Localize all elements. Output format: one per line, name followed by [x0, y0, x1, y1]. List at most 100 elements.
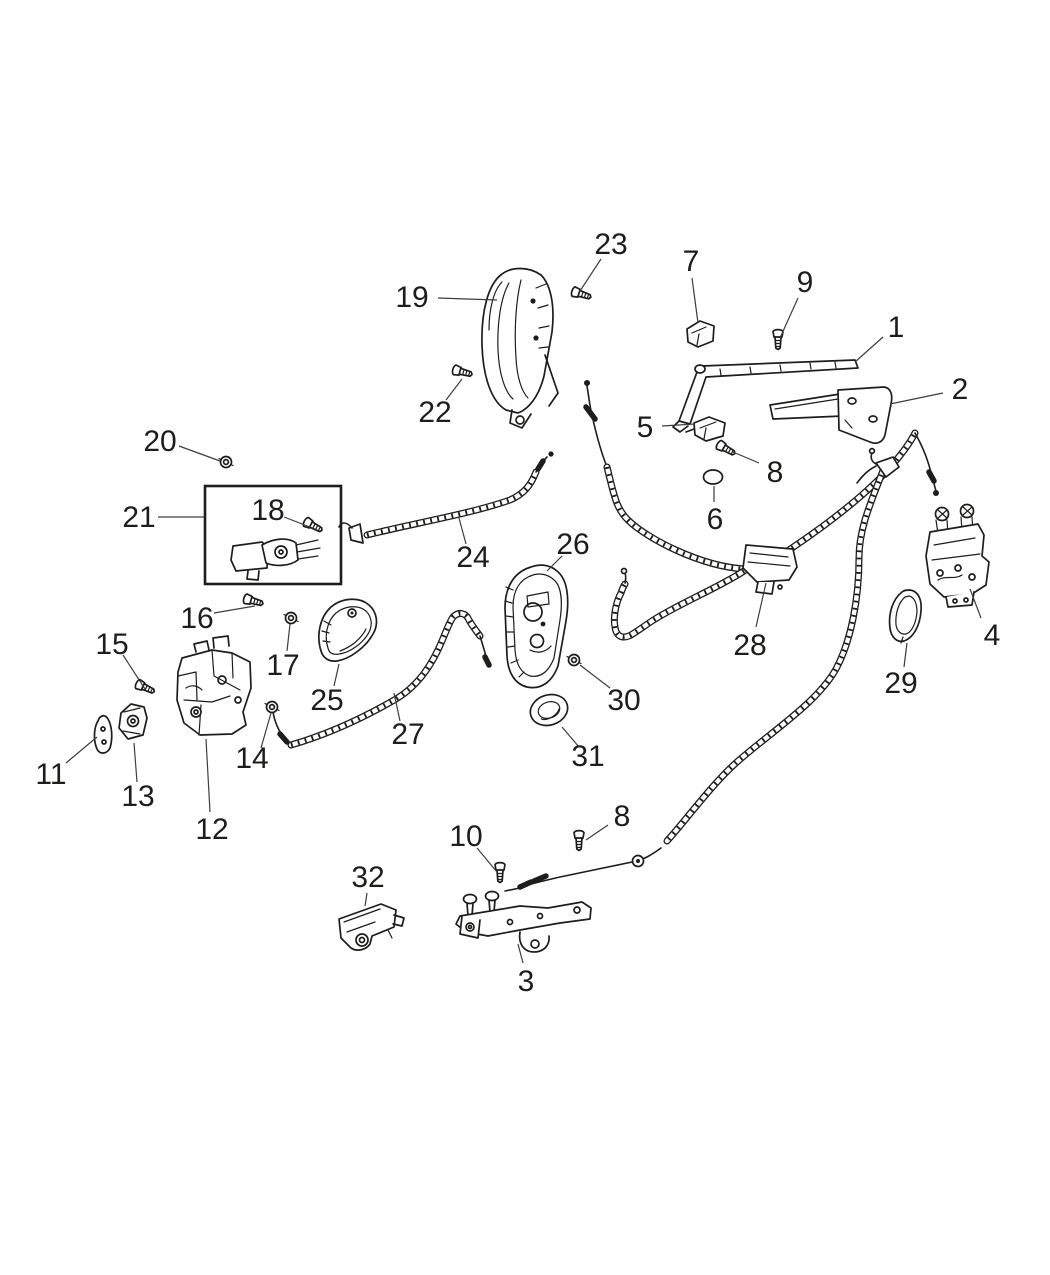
leader-line: [732, 451, 760, 464]
leader-line: [969, 588, 982, 619]
part-number-label: 23: [594, 228, 627, 261]
part-15-screw: [133, 677, 158, 698]
part-25-handle-escutcheon: [318, 598, 378, 662]
lock-cable-24: [338, 451, 554, 544]
leader-line: [854, 336, 884, 363]
callout-22[interactable]: 22: [418, 378, 463, 429]
callout-14[interactable]: 14: [235, 712, 272, 775]
leader-line: [205, 738, 211, 813]
leader-line: [458, 517, 467, 545]
leader-line: [755, 582, 767, 628]
part-21-lock-cylinder: [230, 538, 321, 581]
leader-line: [213, 605, 256, 614]
leader-line: [561, 726, 580, 748]
callout-20[interactable]: 20: [143, 425, 221, 462]
leader-line: [779, 297, 799, 339]
leader-line: [178, 445, 221, 462]
callout-26[interactable]: 26: [546, 528, 590, 572]
part-14-nut: [264, 700, 280, 714]
callout-5[interactable]: 5: [637, 411, 696, 444]
part-28-cable-junction: [742, 544, 798, 595]
callout-13[interactable]: 13: [121, 742, 155, 813]
part-number-label: 5: [637, 411, 654, 444]
part-number-label: 14: [235, 742, 268, 775]
part-8-screw-upper: [714, 438, 739, 459]
callout-8[interactable]: 8: [732, 451, 784, 489]
callout-23[interactable]: 23: [579, 228, 628, 292]
leader-line: [437, 297, 498, 301]
callout-15[interactable]: 15: [95, 628, 146, 690]
callout-6[interactable]: 6: [707, 486, 724, 536]
callout-17[interactable]: 17: [266, 623, 300, 682]
part-8-screw-lower: [573, 829, 585, 852]
part-number-label: 15: [95, 628, 128, 661]
leader-line: [283, 516, 311, 528]
leader-line: [260, 712, 272, 749]
part-number-label: 29: [884, 667, 917, 700]
part-3-hinge-bracket: [455, 890, 592, 953]
part-number-label: 8: [767, 456, 784, 489]
part-number-label: 6: [707, 503, 724, 536]
leader-line: [364, 892, 368, 907]
part-32-actuator: [338, 903, 405, 951]
callout-27[interactable]: 27: [391, 692, 425, 751]
callout-29[interactable]: 29: [884, 642, 918, 700]
part-number-label: 21: [122, 501, 155, 534]
callout-7[interactable]: 7: [683, 245, 700, 324]
part-10-screw: [494, 861, 506, 884]
cable-assembly-lines: [272, 380, 939, 892]
part-number-label: 28: [733, 629, 766, 662]
leader-line: [333, 663, 340, 687]
part-7-clip: [686, 320, 715, 348]
inside-handle-cable-27: [272, 609, 492, 749]
part-number-label: 12: [195, 813, 228, 846]
callout-8[interactable]: 8: [585, 800, 631, 841]
part-number-label: 8: [614, 800, 631, 833]
leader-line: [546, 555, 563, 572]
part-number-label: 30: [607, 684, 640, 717]
part-11-shim-plate: [93, 715, 113, 754]
part-number-label: 27: [391, 718, 424, 751]
leader-line: [517, 943, 524, 964]
part-4-latch: [925, 503, 990, 608]
part-17-nut: [283, 611, 299, 625]
callout-2[interactable]: 2: [889, 373, 968, 406]
leader-line: [579, 664, 611, 689]
callout-21[interactable]: 21: [122, 501, 204, 534]
leader-line: [691, 277, 699, 324]
callout-10[interactable]: 10: [449, 820, 498, 873]
callout-16[interactable]: 16: [180, 602, 256, 635]
callout-3[interactable]: 3: [517, 943, 535, 998]
callout-31[interactable]: 31: [561, 726, 605, 773]
callout-18[interactable]: 18: [251, 494, 311, 528]
leader-line: [286, 623, 291, 652]
part-26-handle-carrier: [504, 564, 569, 689]
callout-24[interactable]: 24: [456, 517, 490, 574]
callout-9[interactable]: 9: [779, 266, 814, 339]
callout-1[interactable]: 1: [854, 311, 905, 363]
leader-line: [65, 736, 98, 764]
callout-11[interactable]: 11: [35, 736, 98, 791]
part-29-gasket: [888, 589, 922, 644]
callout-25[interactable]: 25: [310, 663, 344, 717]
part-number-label: 32: [351, 861, 384, 894]
callout-32[interactable]: 32: [351, 861, 385, 907]
leader-line: [133, 742, 138, 783]
part-number-label: 1: [888, 311, 905, 344]
part-number-label: 20: [143, 425, 176, 458]
part-number-label: 9: [797, 266, 814, 299]
part-19-handle-bezel: [481, 267, 559, 429]
leader-line: [585, 824, 609, 841]
part-6-grommet: [702, 469, 724, 485]
part-number-label: 10: [449, 820, 482, 853]
callout-4[interactable]: 4: [969, 588, 1001, 652]
part-number-label: 4: [984, 619, 1001, 652]
callout-30[interactable]: 30: [579, 664, 641, 717]
junction-coil-tail: [610, 567, 748, 641]
callout-19[interactable]: 19: [395, 281, 498, 314]
callout-28[interactable]: 28: [733, 582, 767, 662]
part-number-label: 26: [556, 528, 589, 561]
part-number-label: 18: [251, 494, 284, 527]
callout-12[interactable]: 12: [195, 738, 229, 846]
part-number-label: 19: [395, 281, 428, 314]
